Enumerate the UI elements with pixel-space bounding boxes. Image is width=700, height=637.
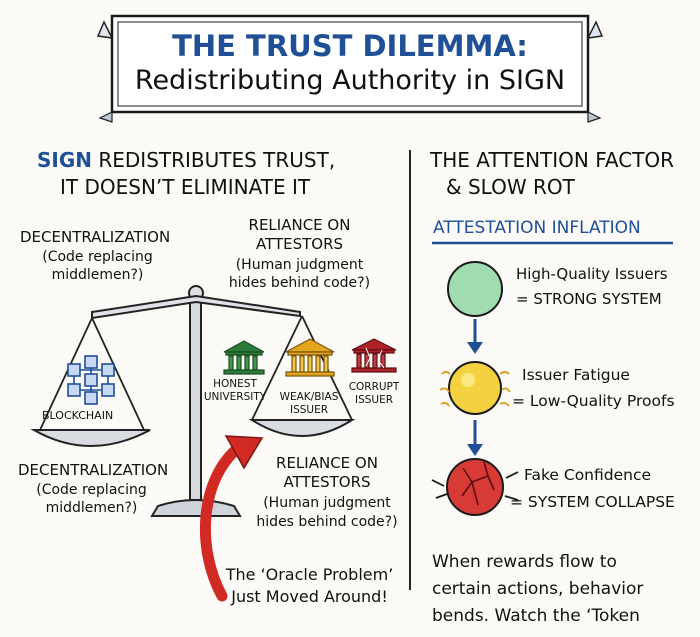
stage-2-line-1: Issuer Fatigue (522, 366, 630, 384)
left-heading-line-2: IT DOESN’T ELIMINATE IT (60, 175, 311, 199)
oracle-caption-line-1: The ‘Oracle Problem’ (225, 565, 394, 584)
right-heading-line-2: & SLOW ROT (446, 175, 575, 199)
right-heading-line-1: THE ATTENTION FACTOR (430, 148, 675, 172)
corrupt-issuer-icon (351, 338, 397, 373)
oracle-caption-line-2: Just Moved Around! (231, 587, 388, 606)
top-left-line-2: middlemen?) (51, 267, 144, 283)
title-banner (96, 14, 604, 123)
issuer-weak-line-1: WEAK/BIAS (279, 391, 339, 403)
strong-system-icon (447, 261, 503, 317)
bottom-left-line-2: middlemen?) (45, 500, 138, 516)
left-heading-rest: REDISTRIBUTES TRUST, (92, 148, 336, 172)
stage-2-line-2: = Low-Quality Proofs (512, 392, 675, 410)
issuer-corrupt-line-1: CORRUPT (348, 381, 400, 393)
top-right-title-1: RELIANCE ON (248, 216, 351, 234)
top-left-title: DECENTRALIZATION (20, 228, 171, 246)
stage-3-line-1: Fake Confidence (524, 466, 652, 484)
system-collapse-icon (431, 458, 519, 516)
top-right-line-2: hides behind code?) (228, 275, 371, 291)
blockchain-label: BLOCKCHAIN (42, 409, 114, 422)
title-line-1: THE TRUST DILEMMA: (172, 29, 528, 63)
bottom-right-line-1: (Human judgment (263, 495, 391, 511)
issuer-weak-line-2: ISSUER (289, 404, 329, 416)
oracle-arrow (199, 435, 264, 602)
stage-1-line-1: High-Quality Issuers (516, 265, 668, 283)
top-right-title-2: ATTESTORS (255, 235, 344, 253)
footer-line-3: bends. Watch the ‘Token (432, 606, 640, 626)
bottom-right-line-2: hides behind code?) (256, 514, 398, 530)
top-right-line-1: (Human judgment (235, 257, 364, 273)
left-heading-line-1: SIGN REDISTRIBUTES TRUST, (37, 149, 335, 171)
top-left-line-1: (Code replacing (42, 249, 153, 265)
subheading: ATTESTATION INFLATION (433, 218, 641, 238)
bottom-left-line-1: (Code replacing (36, 482, 147, 498)
honest-university-icon (223, 340, 265, 375)
bottom-left-title: DECENTRALIZATION (18, 461, 169, 479)
bottom-right-title-1: RELIANCE ON (276, 454, 378, 472)
stage-3-line-2: = SYSTEM COLLAPSE (510, 493, 675, 511)
stage-flow (431, 261, 519, 516)
stage-1-line-2: = STRONG SYSTEM (516, 290, 662, 308)
blockchain-icon (67, 355, 115, 405)
issuer-honest-line-1: HONEST (213, 378, 257, 390)
footer-line-1: When rewards flow to (432, 552, 617, 572)
weak-issuer-icon (285, 338, 335, 377)
issuer-honest-line-2: UNIVERSITY (203, 391, 267, 403)
bottom-right-title-2: ATTESTORS (283, 473, 371, 491)
title-line-2: Redistributing Authority in SIGN (134, 65, 566, 96)
issuer-corrupt-line-2: ISSUER (354, 394, 394, 406)
issuer-fatigue-icon (439, 361, 511, 415)
sign-word: SIGN (37, 148, 92, 172)
footer-line-2: certain actions, behavior (432, 579, 644, 599)
